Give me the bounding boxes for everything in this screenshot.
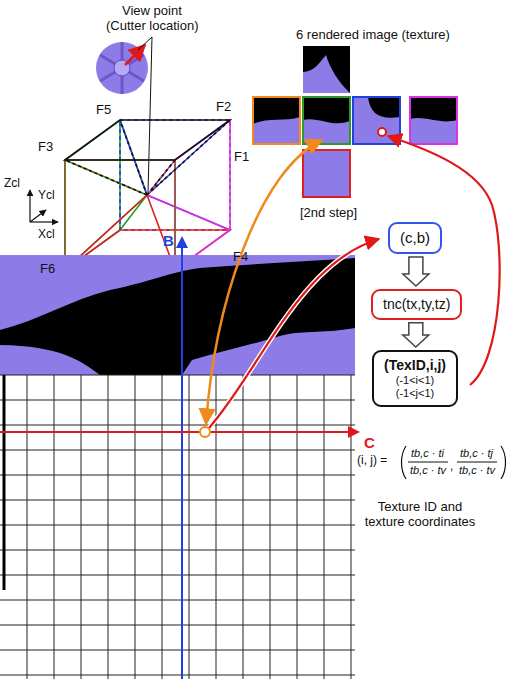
- face-f6-hidden: [65, 160, 175, 195]
- face-label: F1: [234, 150, 249, 165]
- axis-label: Zcl: [4, 177, 20, 191]
- texture-orange: [253, 97, 300, 144]
- grid-lines: [0, 375, 355, 679]
- face-f3: [65, 120, 147, 270]
- vector-box: tnc(tx,ty,tz): [371, 289, 462, 320]
- texture-green: [303, 97, 350, 144]
- c-axis: [0, 431, 352, 433]
- grid-edge: [3, 375, 6, 590]
- cb-map: [0, 236, 360, 679]
- texture-border: [303, 150, 350, 197]
- face-label: F3: [38, 140, 53, 155]
- map-image: [0, 255, 355, 375]
- leader-line: [138, 37, 152, 193]
- texture-top-part: [303, 55, 350, 93]
- axis-name: B: [163, 232, 174, 249]
- output-box: (TexID,i,j)(-1<i<1)(-1<j<1): [372, 350, 458, 407]
- caption-label: Texture ID and texture coordinates: [360, 500, 480, 530]
- face-f6: [65, 160, 175, 270]
- formula-text: (i, j) =: [357, 454, 387, 468]
- face-f5-frustum: [65, 120, 230, 195]
- block-arrow: [403, 323, 429, 347]
- axis-label: Xcl: [38, 228, 55, 242]
- face-label: F2: [216, 100, 231, 115]
- cutter-image: [95, 40, 150, 95]
- texture-border: [303, 97, 350, 144]
- texture-part: [253, 117, 300, 144]
- box-text: (-1<i<1): [384, 374, 446, 387]
- face-f1: [147, 120, 230, 270]
- sample-point: [200, 427, 210, 437]
- formula-text: tb,c · tv: [459, 464, 495, 477]
- formula-paren: [402, 446, 407, 479]
- texel-point: [378, 128, 386, 136]
- map-shadow: [0, 258, 355, 375]
- formula-text: tb,c · tj: [460, 447, 493, 460]
- face-label: F4: [233, 250, 248, 265]
- texture-part: [410, 118, 457, 144]
- z-axis: [29, 190, 30, 222]
- step-label: [2nd step]: [300, 206, 357, 221]
- face-label: F6: [40, 262, 55, 277]
- face-f5: [65, 120, 230, 160]
- view-direction-arrow: [125, 45, 145, 65]
- box-text: (TexID,i,j): [384, 357, 446, 374]
- formula-text: ,: [450, 460, 453, 474]
- c-axis-head: [348, 426, 360, 438]
- formula-text: tb,c · tv: [410, 464, 446, 477]
- box-text: (-1<j<1): [384, 387, 446, 400]
- b-axis: [181, 244, 183, 679]
- formula-text: tb,c · ti: [411, 447, 444, 460]
- cutter-flutes: [100, 42, 144, 94]
- texture-red: [303, 150, 350, 197]
- texture-top: [303, 46, 350, 93]
- face-label: F5: [96, 103, 111, 118]
- formula-paren: [501, 446, 506, 479]
- grid-ground: [0, 375, 355, 679]
- y-axis: [30, 210, 46, 222]
- axis-label: Ycl: [38, 189, 55, 203]
- box-text: tnc(tx,ty,tz): [383, 296, 450, 313]
- view-label: View point: [122, 4, 182, 19]
- cutter-body: [96, 42, 148, 94]
- cutter-ground: [95, 40, 150, 95]
- box-text: (c,b): [400, 229, 430, 247]
- fraction-bar: [408, 462, 448, 463]
- curve-halo: [209, 239, 379, 428]
- axis-triad: [30, 190, 58, 222]
- x-axis: [30, 221, 58, 222]
- texture-border: [410, 97, 457, 144]
- texture-part: [303, 119, 350, 144]
- mapping-arrow: [209, 239, 379, 428]
- input-box: (c,b): [388, 222, 442, 254]
- block-arrow: [403, 257, 429, 286]
- texture-arrow: [388, 136, 500, 385]
- b-axis-head: [176, 236, 188, 248]
- texture-title: 6 rendered image (texture): [296, 28, 450, 43]
- fraction-bar: [457, 462, 497, 463]
- view-label: (Cutter location): [106, 19, 198, 34]
- texture-border: [253, 97, 300, 144]
- axis-name: C: [364, 434, 375, 451]
- cube-frustums: [65, 120, 230, 270]
- texture-magenta: [410, 97, 457, 144]
- lookup-arrow: [206, 140, 322, 424]
